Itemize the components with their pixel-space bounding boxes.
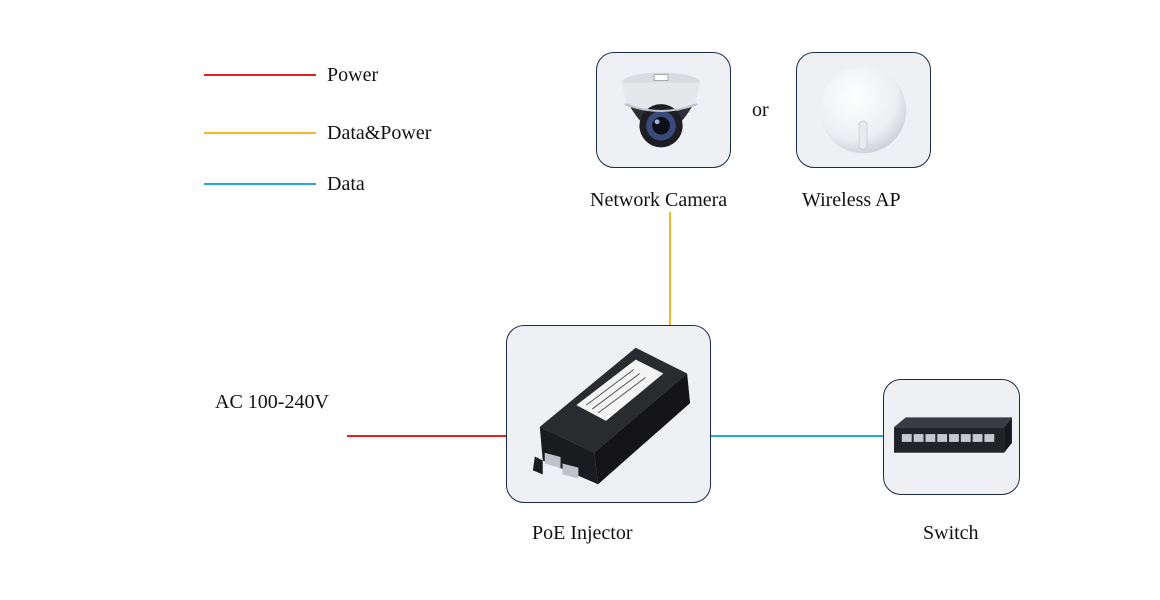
legend-line-power [204, 74, 316, 76]
network-switch-icon [894, 417, 1012, 453]
wireless-ap-label: Wireless AP [802, 189, 901, 211]
legend-label-data: Data [327, 173, 365, 195]
power-wire [347, 435, 507, 437]
wireless-ap-icon [819, 66, 907, 154]
poe-injector-label: PoE Injector [532, 522, 633, 544]
network-camera-label: Network Camera [590, 189, 728, 211]
switch-label: Switch [923, 522, 979, 544]
legend-line-data [204, 183, 316, 185]
dome-camera-icon [621, 72, 701, 148]
data-power-wire [669, 212, 671, 326]
network-camera-box[interactable] [596, 52, 731, 168]
data-wire [710, 435, 884, 437]
poe-injector-box[interactable] [506, 325, 711, 503]
wireless-ap-box[interactable] [796, 52, 931, 168]
switch-box[interactable] [883, 379, 1020, 495]
legend-line-data-power [204, 132, 316, 134]
or-separator: or [752, 99, 769, 121]
poe-injector-icon [532, 347, 691, 485]
ac-input-label: AC 100-240V [215, 391, 329, 413]
legend-label-power: Power [327, 64, 379, 86]
legend-label-data-power: Data&Power [327, 122, 432, 144]
